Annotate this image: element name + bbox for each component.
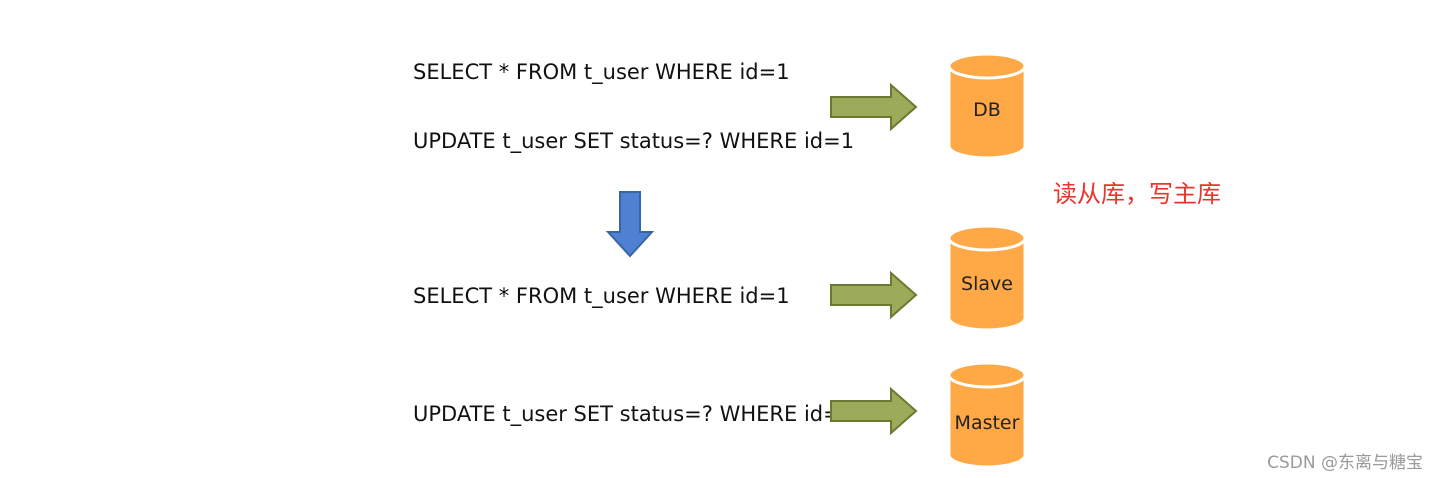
bottom-select-query: SELECT * FROM t_user WHERE id=1 <box>413 284 790 308</box>
db-label: DB <box>973 99 1001 121</box>
arrow-right-icon <box>830 386 918 436</box>
db-cylinder-icon <box>947 52 1027 160</box>
watermark: CSDN @东离与糖宝 <box>1267 453 1423 473</box>
arrow-down-icon <box>606 191 654 258</box>
read-write-split-note: 读从库，写主库 <box>1053 180 1221 208</box>
bottom-update-query: UPDATE t_user SET status=? WHERE id=1 <box>413 402 855 426</box>
master-db-label: Master <box>954 412 1020 434</box>
arrow-right-icon <box>830 270 918 320</box>
top-select-query: SELECT * FROM t_user WHERE id=1 <box>413 60 790 84</box>
arrow-right-icon <box>830 82 918 132</box>
slave-db-label: Slave <box>961 273 1013 295</box>
top-update-query: UPDATE t_user SET status=? WHERE id=1 <box>413 129 855 153</box>
master-db-cylinder-icon <box>947 361 1027 469</box>
slave-db-cylinder-icon <box>947 224 1027 332</box>
